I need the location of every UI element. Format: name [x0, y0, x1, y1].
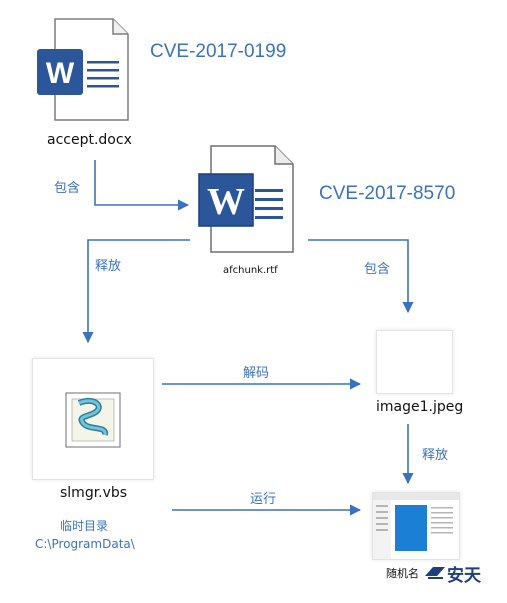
cve-label-top: CVE-2017-0199 — [150, 41, 287, 62]
edge-label-release-1: 释放 — [95, 259, 122, 274]
edge-label-contains-2: 包含 — [364, 262, 391, 277]
file-name-vbs: slmgr.vbs — [60, 485, 128, 501]
watermark-brand: 随机名 — [386, 567, 419, 580]
svg-text:W: W — [207, 181, 245, 223]
rtf-doc-icon: W — [193, 144, 297, 256]
file-name-afchunk: afchunk.rtf — [223, 265, 278, 276]
watermark-tag: 安天 — [447, 566, 481, 586]
temp-dir-label: 临时目录 — [60, 519, 109, 533]
file-name-image: image1.jpeg — [376, 399, 464, 415]
svg-text:W: W — [46, 57, 75, 90]
file-name-accept: accept.docx — [47, 132, 132, 148]
vbs-script-icon — [65, 392, 121, 448]
antiy-logo-icon — [423, 564, 447, 584]
vbs-card — [32, 358, 154, 480]
edge-label-contains-1: 包含 — [54, 181, 81, 196]
temp-dir-path: C:\ProgramData\ — [35, 537, 135, 551]
arrow-contains-2 — [308, 239, 414, 314]
window-screenshot-icon — [373, 493, 459, 559]
app-window-thumbnail — [372, 492, 460, 560]
word-doc-icon: W — [35, 17, 130, 122]
arrow-contains-1 — [94, 160, 190, 211]
jpeg-thumbnail — [376, 330, 453, 394]
edge-label-release-2: 释放 — [422, 448, 449, 463]
edge-label-run: 运行 — [250, 492, 277, 507]
cve-label-mid: CVE-2017-8570 — [319, 183, 456, 204]
arrow-release-1 — [82, 239, 190, 344]
edge-label-decode: 解码 — [243, 366, 270, 381]
